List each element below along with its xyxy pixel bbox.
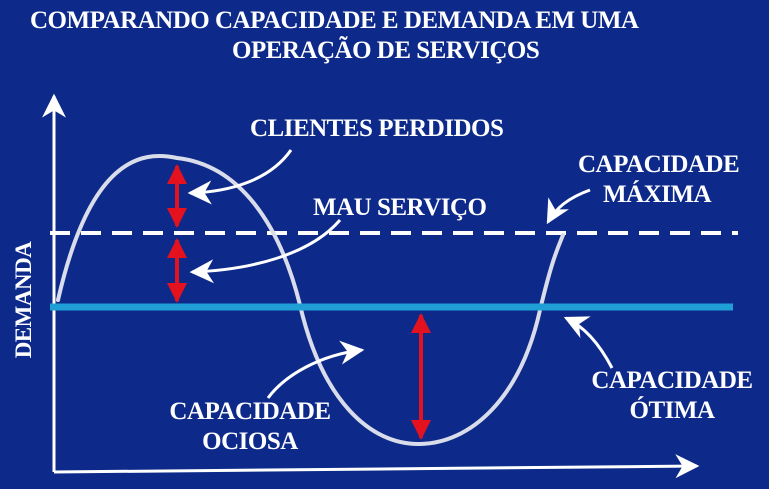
label-idle-capacity-line-1: CAPACIDADE: [169, 398, 331, 425]
label-optimal-capacity-line-1: CAPACIDADE: [591, 367, 753, 394]
label-lost-customers: CLIENTES PERDIDOS: [250, 115, 504, 142]
title-line-2: OPERAÇÃO DE SERVIÇOS: [232, 37, 540, 64]
label-max-capacity: CAPACIDADE MÁXIMA: [578, 150, 740, 210]
label-max-capacity-line-1: CAPACIDADE: [578, 151, 740, 178]
label-optimal-capacity: CAPACIDADE ÓTIMA: [584, 366, 760, 426]
max-capacity-pointer-arrow: [546, 188, 591, 225]
y-axis-label: DEMANDA: [11, 241, 36, 359]
label-bad-service: MAU SERVIÇO: [313, 194, 487, 221]
label-idle-capacity: CAPACIDADE OCIOSA: [155, 397, 345, 457]
lost-customers-pointer-arrow: [187, 149, 293, 205]
idle-capacity-pointer-arrow: [266, 340, 365, 399]
optimal-capacity-pointer-arrow: [563, 316, 614, 369]
bad-service-pointer-arrow: [189, 219, 342, 284]
label-idle-capacity-line-2: OCIOSA: [202, 428, 298, 455]
label-optimal-capacity-line-2: ÓTIMA: [629, 397, 716, 424]
label-max-capacity-line-2: MÁXIMA: [602, 181, 712, 208]
x-axis: [53, 454, 700, 479]
demand-curve: [56, 154, 565, 447]
title-line-1: COMPARANDO CAPACIDADE E DEMANDA EM UMA: [30, 7, 639, 34]
